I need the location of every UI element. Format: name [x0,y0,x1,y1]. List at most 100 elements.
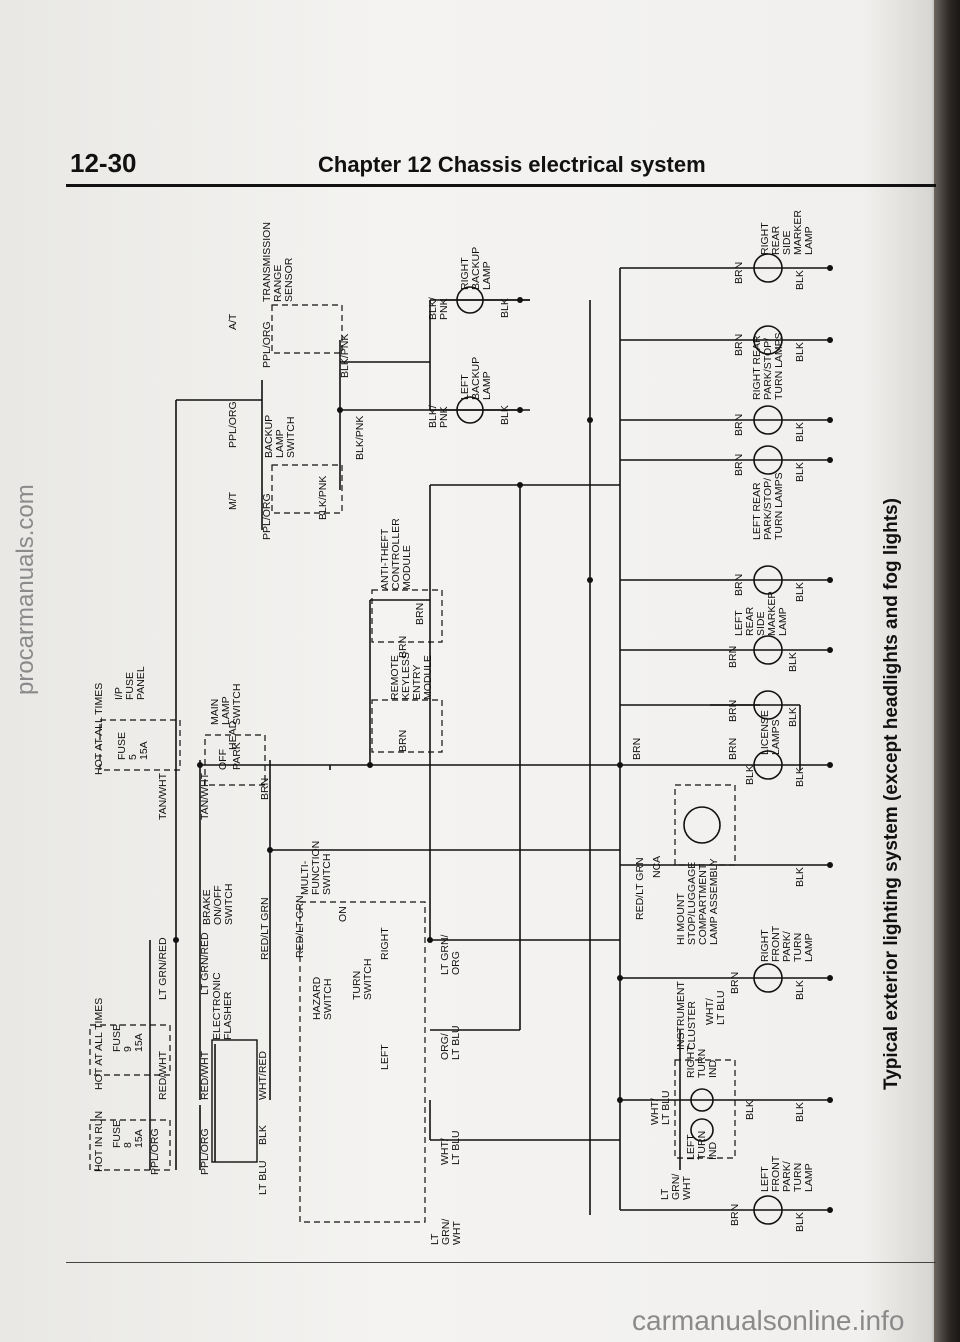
wire-blk-11: BLK [794,980,806,1000]
label-left: LEFT [379,1044,391,1070]
wire-blk-pnk: BLK/PNK [317,475,329,520]
label-fuse-a: FUSE 8 15A [111,1119,145,1148]
wire-blk-pnk-short: BLK/ PNK [427,405,450,428]
wire-blk-7: BLK [787,652,799,672]
label-right-rear-turn: RIGHT REAR PARK/STOP/ TURN LAMPS [751,332,785,400]
label-hazard-switch: HAZARD SWITCH [311,976,334,1020]
label-right-front: RIGHT FRONT PARK/ TURN LAMP [759,925,815,962]
wire-blk: BLK [257,1125,269,1145]
page-binding-edge [934,0,960,1342]
label-left-rear-turn: LEFT REAR PARK/STOP/ TURN LAMPS [751,472,785,540]
wire-lt-grn-red: LT GRN/RED [157,937,169,1000]
wire-blk-10: BLK [794,867,806,887]
label-fuse-b: FUSE 9 15A [111,1023,145,1052]
wire-brn-12: BRN [733,333,745,356]
wire-org-lt-blu: ORG/ LT BLU [439,1025,462,1060]
label-right: RIGHT [379,927,391,960]
label-left-front: LEFT FRONT PARK/ TURN LAMP [759,1155,815,1192]
label-left-backup: LEFT BACKUP LAMP [459,356,493,400]
wire-brn-6: BRN [727,737,739,760]
label-left-rear-marker: LEFT REAR SIDE MARKER LAMP [733,591,789,636]
junction-dots [173,265,833,1213]
wire-blk-8: BLK [787,707,799,727]
wire-ppl-org: PPL/ORG [149,1128,161,1175]
wire-blk-pnk-short-2: BLK/ PNK [427,297,450,320]
wire-lt-grn-org: LT GRN/ ORG [439,934,462,975]
label-brake-switch: BRAKE ON/OFF SWITCH [201,883,235,925]
wire-ppl-org-5: PPL/ORG [261,321,273,368]
wire-blk-pnk-3: BLK/PNK [339,333,351,378]
wire-blk-9: BLK [794,767,806,787]
label-backup-switch: BACKUP LAMP SWITCH [263,414,297,458]
label-on: ON [337,906,349,922]
wire-blk-5: BLK [794,462,806,482]
wire-blk-14: BLK [744,1100,756,1120]
wire-red-lt-grn-3: RED/LT GRN [634,857,646,920]
wire-brn-7: BRN [727,699,739,722]
label-off: OFF [217,749,229,770]
wire-lt-grn-wht: LT GRN/ WHT [429,1218,463,1245]
label-hi-mount: HI MOUNT STOP/LUGGAGE COMPARTMENT LAMP A… [675,858,720,945]
label-right-turn-ind: RIGHT TURN IND [685,1045,719,1078]
wire-blk-12: BLK [794,1102,806,1122]
wire-red-lt-grn-2: RED/LT GRN [294,895,306,958]
label-right-backup: RIGHT BACKUP LAMP [459,246,493,290]
wire-blk-pnk-2: BLK/PNK [354,415,366,460]
label-turn-switch: TURN SWITCH [351,958,374,1000]
label-hot-at-all-times-2: HOT AT ALL TIMES [93,682,105,775]
chapter-title: Chapter 12 Chassis electrical system [318,152,706,177]
wire-lines [149,267,830,1215]
header-rule [66,184,936,187]
wire-tan-wht-2: TAN/WHT [199,772,211,820]
label-multi-function-switch: MULTI- FUNCTION SWITCH [299,840,333,895]
wire-blk-lb: BLK [499,405,511,425]
wire-blk-15: BLK [744,765,756,785]
wire-brn-5: BRN [631,737,643,760]
label-hot-at-all-times-1: HOT AT ALL TIMES [93,997,105,1090]
watermark-bottom: carmanualsonline.info [632,1305,905,1336]
wire-ppl-org-2: PPL/ORG [199,1128,211,1175]
wire-wht-lt-blu: WHT/ LT BLU [439,1130,462,1165]
wire-blk-6: BLK [794,582,806,602]
wire-wht-red: WHT/RED [257,1051,269,1100]
footer-rule [66,1262,936,1263]
label-electronic-flasher: ELECTRONIC FLASHER [211,972,234,1040]
wire-brn-8: BRN [727,645,739,668]
wire-brn-3: BRN [397,635,409,658]
wire-blk-4: BLK [794,422,806,442]
component-boxes [89,304,736,1223]
wire-brn: BRN [259,777,271,800]
wire-ppl-org-4: PPL/ORG [227,401,239,448]
label-at: A/T [227,313,239,330]
label-license-lamps: LICENSE LAMPS [759,710,782,755]
wire-blk-13: BLK [794,1212,806,1232]
label-left-turn-ind: LEFT TURN IND [685,1130,719,1160]
wire-red-lt-grn: RED/LT GRN [259,897,271,960]
wire-brn-4: BRN [414,602,426,625]
page-number: 12-30 [70,148,137,178]
label-mt: M/T [227,491,239,510]
wire-red-wht: RED/WHT [157,1051,169,1100]
label-hot-in-run: HOT IN RUN [93,1110,105,1172]
label-right-rear-marker: RIGHT REAR SIDE MARKER LAMP [759,210,815,255]
wire-brn-13: BRN [733,261,745,284]
label-instrument-cluster: INSTRUMENT CLUSTER [675,981,698,1050]
label-transmission-sensor: TRANSMISSION RANGE SENSOR [261,222,295,302]
wire-lt-blu: LT BLU [257,1160,269,1195]
wire-lt-grn-wht-2: LT GRN/ WHT [659,1173,693,1200]
wire-blk-rb: BLK [499,298,511,318]
wire-blk-2: BLK [794,270,806,290]
label-anti-theft: ANTI-THEFT CONTROLLER MODULE [379,518,413,590]
label-ip-fuse-panel: I/P FUSE PANEL [113,666,147,700]
wire-ppl-org-3: PPL/ORG [261,493,273,540]
label-main-lamp-switch: MAIN LAMP SWITCH [209,683,243,725]
label-remote-keyless: REMOTE KEYLESS ENTRY MODULE [389,652,434,700]
wire-wht-lt-blu-3: WHT/ LT BLU [704,990,727,1025]
wire-red-wht-2: RED/WHT [199,1051,211,1100]
wire-brn-10: BRN [733,453,745,476]
lamp-symbols [456,253,783,1225]
wire-brn-14: BRN [729,971,741,994]
wire-brn-11: BRN [733,413,745,436]
